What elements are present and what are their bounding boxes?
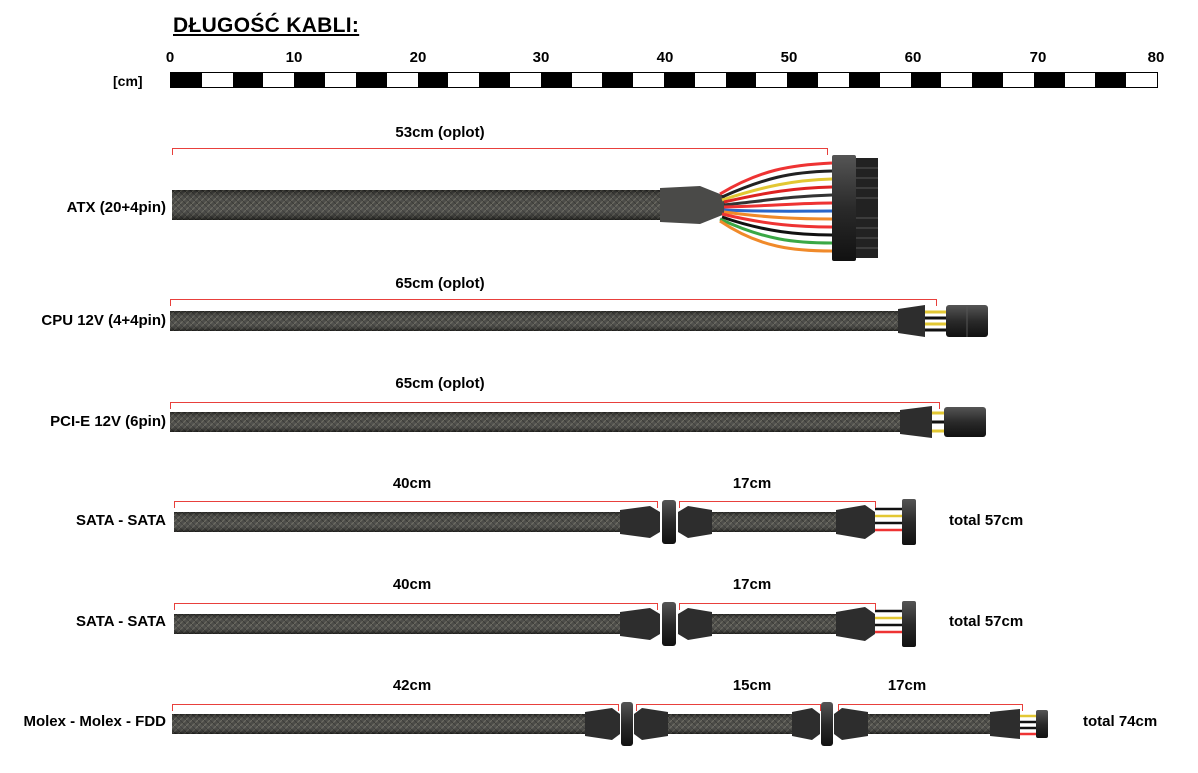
total-length-label: total 57cm (949, 512, 1024, 529)
segment-length-label: 17cm (887, 677, 927, 694)
ruler-tick-label: 20 (409, 49, 427, 66)
ruler-tick-label: 70 (1029, 49, 1047, 66)
ruler-tick-label: 40 (656, 49, 674, 66)
sata-cable-2 (174, 601, 916, 647)
length-bracket (679, 501, 876, 508)
length-bracket (636, 704, 821, 711)
pcie-cable (170, 406, 986, 438)
total-length-label: total 57cm (949, 613, 1024, 630)
ruler-unit: [cm] (113, 73, 143, 89)
cable-name-label: Molex - Molex - FDD (23, 713, 166, 730)
segment-length-label: 17cm (732, 576, 772, 593)
page-title: DŁUGOŚĆ KABLI: (173, 14, 360, 37)
ruler-tick-label: 0 (165, 49, 175, 66)
ruler-segment (417, 73, 449, 87)
segment-length-label: 53cm (oplot) (395, 124, 485, 141)
ruler-segment (294, 73, 326, 87)
cpu-cable (170, 305, 988, 337)
segment-length-label: 65cm (oplot) (395, 275, 485, 292)
cable-name-label: PCI-E 12V (6pin) (50, 413, 166, 430)
cable-name-label: SATA - SATA (76, 512, 166, 529)
ruler-segment (540, 73, 572, 87)
ruler-segment (848, 73, 880, 87)
ruler-segment (910, 73, 942, 87)
ruler-segment (1033, 73, 1065, 87)
atx-cable (172, 155, 878, 261)
ruler-segment (355, 73, 387, 87)
ruler-tick-label: 30 (532, 49, 550, 66)
ruler-tick-label: 80 (1147, 49, 1165, 66)
length-bracket (174, 501, 658, 508)
molex-fdd-cable (172, 702, 1048, 746)
segment-length-label: 40cm (392, 475, 432, 492)
ruler-segment (479, 73, 510, 87)
length-bracket (679, 603, 876, 610)
ruler-segment (1095, 73, 1127, 87)
ruler-segment (232, 73, 264, 87)
sata-cable-1 (174, 499, 916, 545)
length-bracket (170, 299, 937, 306)
ruler-tick-label: 60 (904, 49, 922, 66)
ruler-tick-label: 10 (285, 49, 303, 66)
ruler-tick-label: 50 (780, 49, 798, 66)
segment-length-label: 42cm (392, 677, 432, 694)
length-bracket (838, 704, 1023, 711)
ruler-bar (170, 72, 1158, 88)
cable-name-label: ATX (20+4pin) (66, 199, 166, 216)
length-bracket (174, 603, 658, 610)
cable-name-label: SATA - SATA (76, 613, 166, 630)
total-length-label: total 74cm (1083, 713, 1158, 730)
length-bracket (170, 402, 940, 409)
ruler-segment (725, 73, 757, 87)
ruler-segment (664, 73, 695, 87)
segment-length-label: 65cm (oplot) (395, 375, 485, 392)
segment-length-label: 15cm (732, 677, 772, 694)
ruler-segment (787, 73, 819, 87)
segment-length-label: 40cm (392, 576, 432, 593)
length-bracket (172, 148, 828, 155)
ruler-segment (972, 73, 1003, 87)
length-bracket (172, 704, 619, 711)
segment-length-label: 17cm (732, 475, 772, 492)
ruler-segment (171, 73, 202, 87)
cable-name-label: CPU 12V (4+4pin) (41, 312, 166, 329)
ruler-segment (602, 73, 634, 87)
